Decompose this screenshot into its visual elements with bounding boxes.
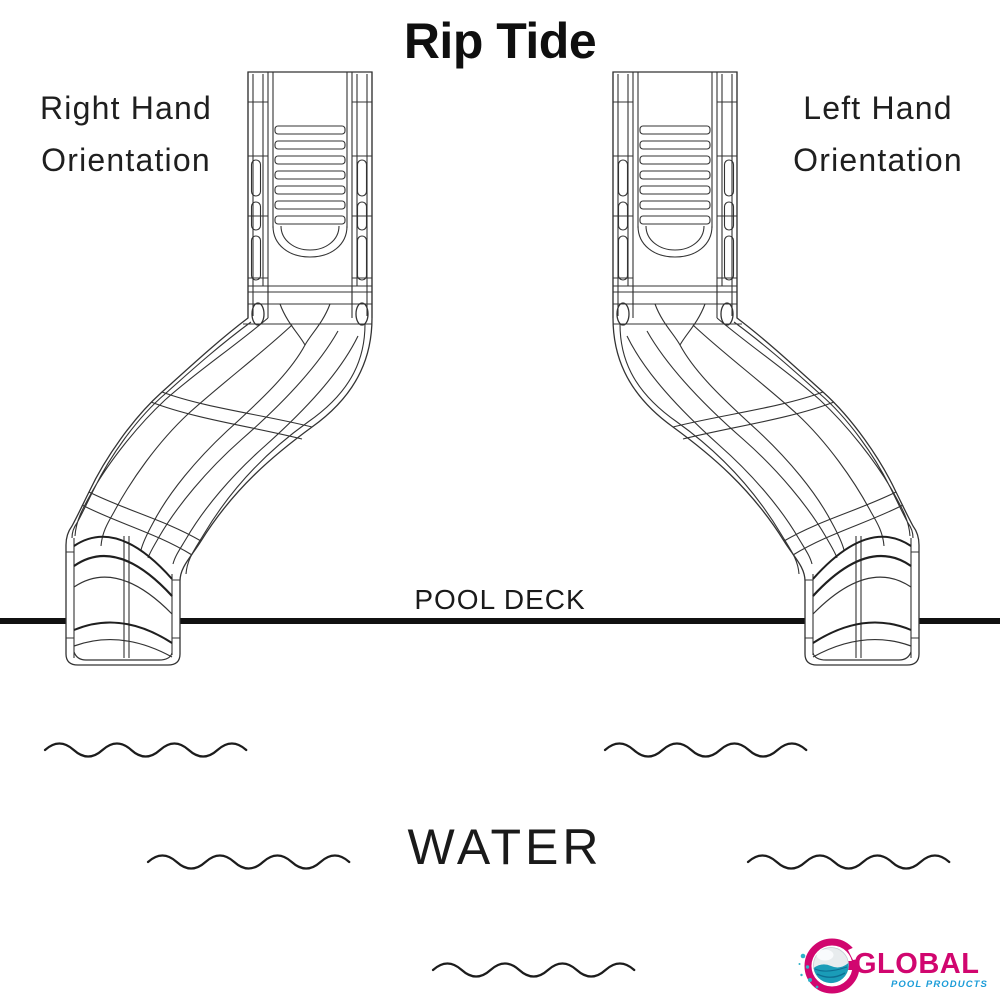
pool-deck-line: [0, 618, 1000, 624]
right-hand-orientation-label: Right Hand Orientation: [10, 82, 242, 186]
water-wave-icon: [431, 962, 636, 978]
page-title: Rip Tide: [403, 13, 597, 69]
orientation-label-line1: Left Hand: [803, 90, 953, 126]
bubbles-icon: [798, 953, 819, 989]
water-wave-icon: [43, 742, 248, 758]
orientation-label-line2: Orientation: [41, 142, 211, 178]
orientation-label-line1: Right Hand: [39, 90, 213, 126]
logo-tagline-text: POOL PRODUCTS: [891, 979, 988, 990]
logo-brand-text: GLOBAL: [854, 948, 980, 980]
water-waves: [43, 742, 951, 978]
global-pool-products-logo: GLOBAL POOL PRODUCTS: [798, 936, 998, 1000]
water-label: WATER: [407, 819, 603, 875]
pool-deck-label: POOL DECK: [414, 584, 586, 615]
water-wave-icon: [603, 742, 808, 758]
left-hand-orientation-label: Left Hand Orientation: [758, 82, 998, 186]
water-wave-icon: [146, 854, 351, 870]
globe-g-icon: [798, 938, 864, 994]
orientation-label-line2: Orientation: [793, 142, 963, 178]
water-wave-icon: [746, 854, 951, 870]
